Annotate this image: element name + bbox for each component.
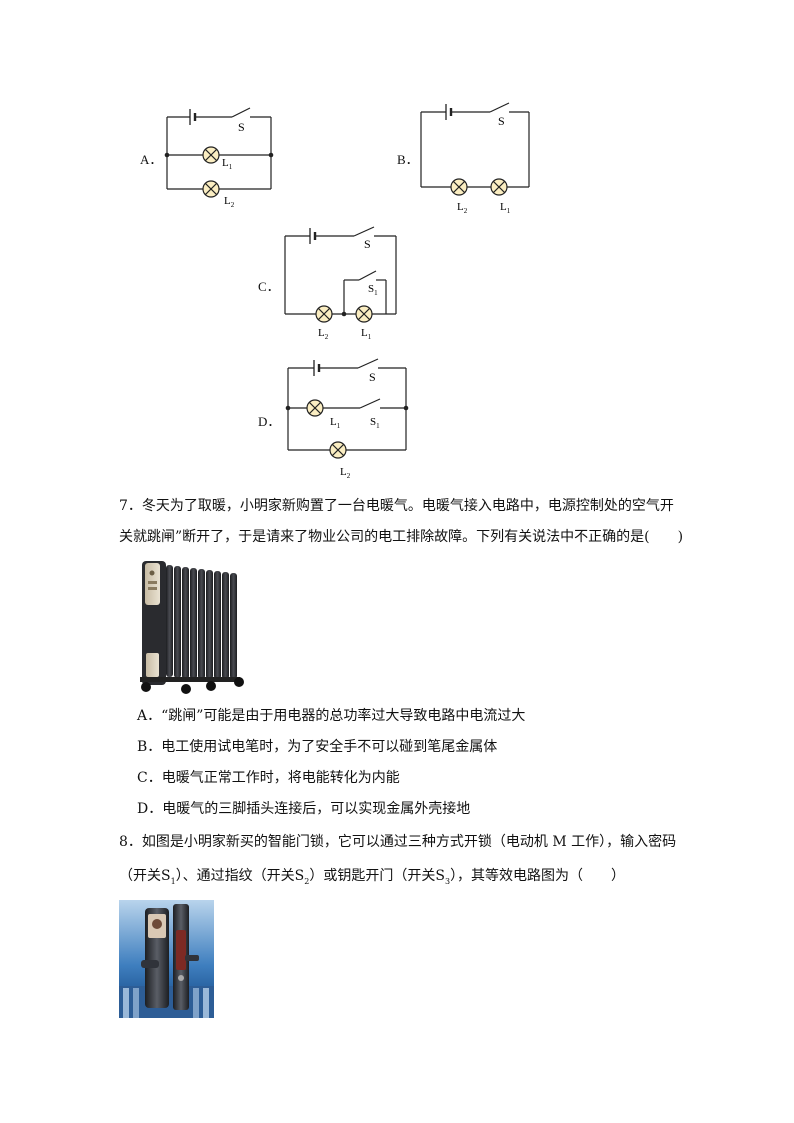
circuit-b: S L2 L1	[420, 102, 530, 215]
switch1-label-d: S1	[370, 416, 380, 430]
switch-label-b: S	[498, 114, 505, 128]
switch-s-c	[353, 226, 375, 237]
lamp-l2-a	[202, 180, 220, 198]
switch-label-a: S	[238, 120, 245, 134]
lamp-l2-b	[450, 178, 468, 196]
circuit-a: S L1 L2	[164, 107, 274, 209]
switch-s-d	[357, 358, 379, 369]
q8-line-1: 8．如图是小明家新买的智能门锁，它可以通过三种方式开锁（电动机 M 工作），输入…	[119, 834, 677, 850]
lamp-l1-d	[306, 399, 324, 417]
lamp-l2-d	[329, 441, 347, 459]
option-a-letter: A．	[140, 152, 163, 167]
lamp-l1-b	[490, 178, 508, 196]
q7-line-2: 关就跳闸”断开了，于是请来了物业公司的电工排除故障。下列有关说法中不正确的是( …	[119, 529, 684, 545]
lamp1-label-a: L1	[222, 157, 233, 171]
smart-lock-image	[119, 900, 214, 1018]
q7-choice-d: D．电暖气的三脚插头连接后，可以实现金属外壳接地	[137, 801, 471, 817]
lamp-l2-label-b: L2	[457, 201, 468, 215]
lamp-l1-label-c: L1	[361, 327, 372, 341]
switch-s-b	[489, 102, 510, 113]
switch-s1-d	[359, 398, 381, 409]
q7-choice-c: C．电暖气正常工作时，将电能转化为内能	[137, 770, 400, 786]
switch-label-d: S	[369, 370, 376, 384]
lamp-l2-label-c: L2	[318, 327, 329, 341]
q8-line-2: （开关S1）、通过指纹（开关S2）或钥匙开门（开关S3），其等效电路图为（ ）	[119, 868, 626, 886]
lamp-l1-label-d: L1	[330, 416, 341, 430]
lamp-l1-c	[355, 305, 373, 323]
q7-line-1: 7．冬天为了取暖，小明家新购置了一台电暖气。电暖气接入电路中，电源控制处的空气开	[119, 498, 674, 514]
q7-choice-a: A．“跳闸”可能是由于用电器的总功率过大导致电路中电流过大	[137, 708, 526, 724]
switch-label-c: S	[364, 237, 371, 251]
lamp-l1-label-b: L1	[500, 201, 511, 215]
lamp2-label-a: L2	[224, 195, 235, 209]
option-d-letter: D．	[258, 414, 281, 429]
lamp-l2-c	[315, 305, 333, 323]
q7-choice-b: B．电工使用试电笔时，为了安全手不可以碰到笔尾金属体	[137, 739, 498, 755]
option-b-letter: B．	[397, 152, 419, 167]
radiator-image	[140, 561, 244, 694]
switch-s1-c	[358, 270, 377, 281]
option-c-letter: C．	[258, 279, 280, 294]
circuit-d: S L1 S1 L2	[285, 358, 409, 480]
lamp-l2-label-d: L2	[340, 466, 351, 480]
lamp-l1-a	[202, 146, 220, 164]
switch-s-a	[231, 107, 251, 118]
switch1-label-c: S1	[368, 283, 378, 297]
circuit-c: S S1 L2 L1	[284, 226, 397, 341]
